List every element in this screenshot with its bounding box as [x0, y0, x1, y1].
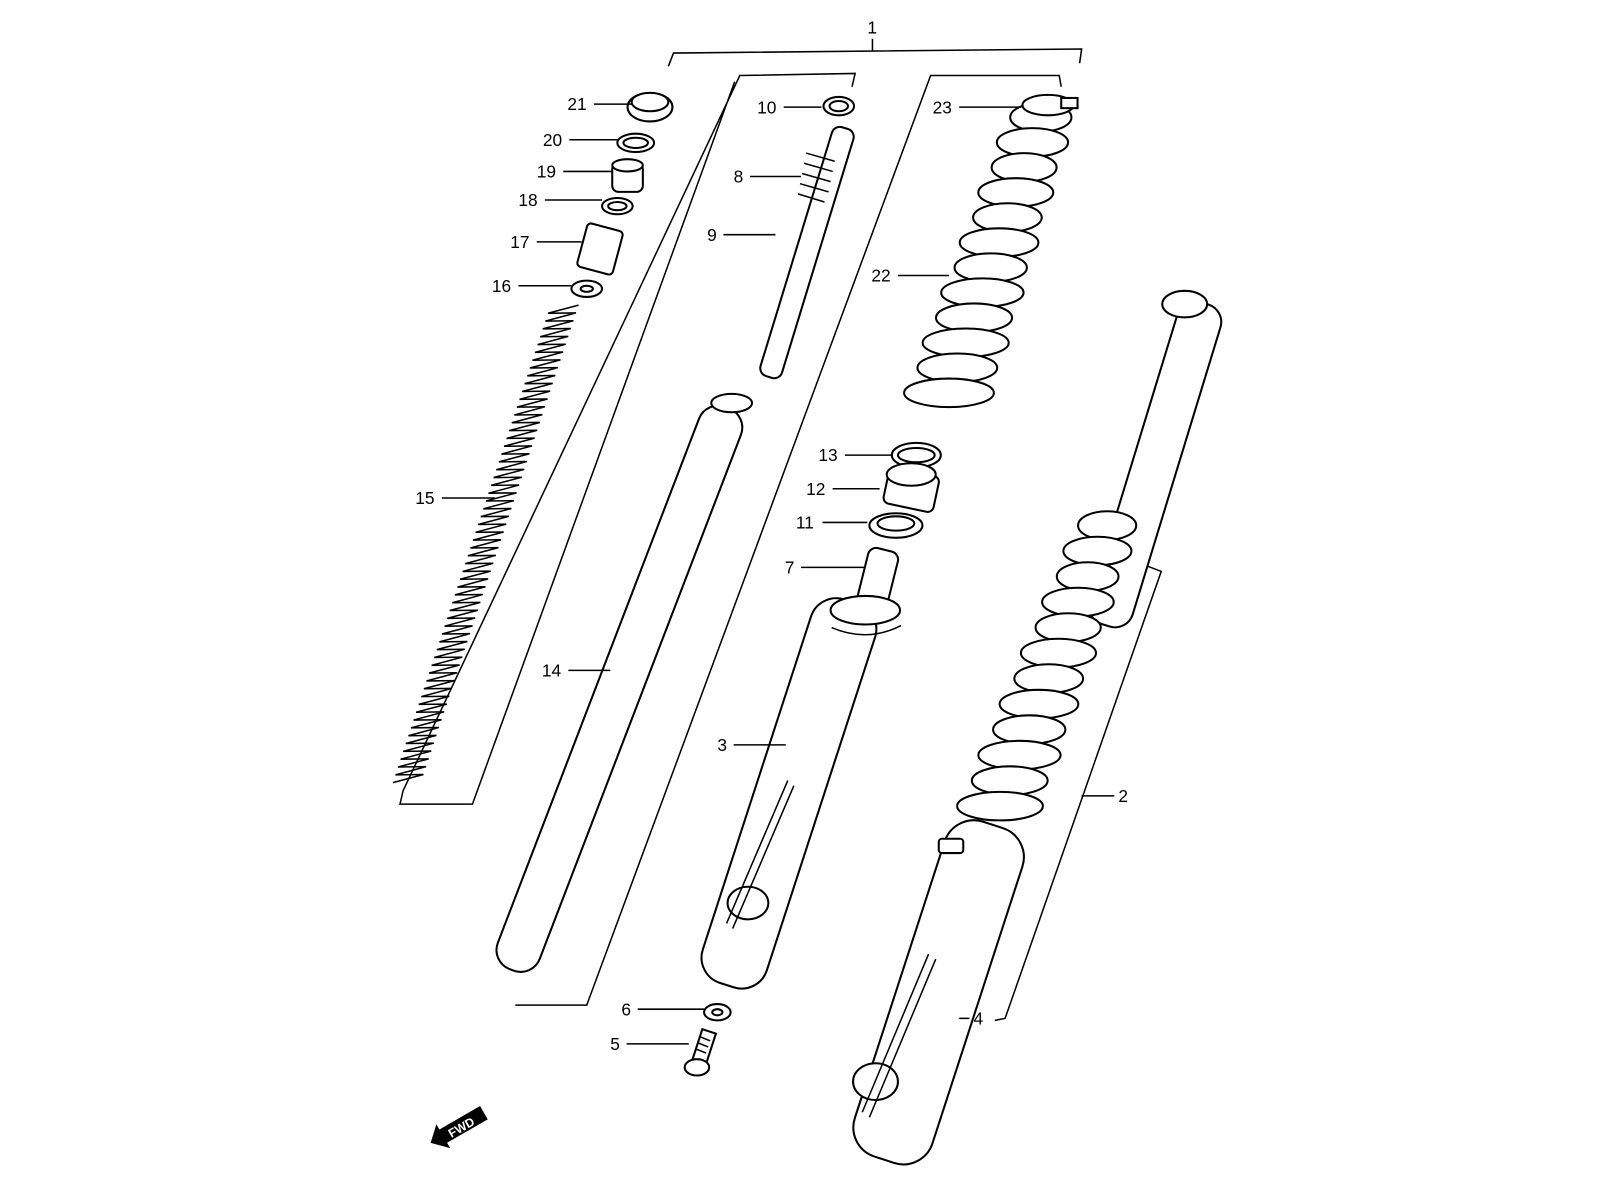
callout-23: 23: [933, 97, 952, 117]
outer-tube-right: [700, 594, 902, 990]
callout-21: 21: [567, 94, 586, 114]
callout-18: 18: [518, 190, 537, 210]
callout-7: 7: [785, 557, 795, 577]
callout-19: 19: [537, 162, 556, 182]
callout-8: 8: [734, 167, 744, 187]
callout-17: 17: [510, 232, 529, 252]
callout-1: 1: [867, 18, 877, 38]
cap-parts: [570, 91, 674, 298]
callout-3: 3: [717, 735, 727, 755]
inner-tube: [495, 392, 754, 973]
fwd-arrow-icon: FWD: [430, 1106, 488, 1149]
callout-11: 11: [796, 513, 814, 533]
damper-rod: [759, 95, 856, 380]
callout-16: 16: [492, 276, 511, 296]
dust-boot: [903, 102, 1073, 409]
callout-4: 4: [973, 1008, 983, 1028]
callout-10: 10: [757, 97, 776, 117]
callout-13: 13: [818, 445, 837, 465]
callout-5: 5: [610, 1034, 620, 1054]
fork-boot-lower: [956, 510, 1138, 822]
seal-parts: [856, 441, 942, 613]
boot-clamp: [1021, 93, 1079, 117]
callout-22: 22: [871, 266, 890, 286]
callout-12: 12: [806, 479, 825, 499]
fork-spring: [392, 304, 579, 784]
callout-6: 6: [621, 999, 631, 1019]
callout-14: 14: [542, 661, 562, 681]
assembly-brackets: [399, 38, 1163, 1022]
callout-2: 2: [1118, 786, 1128, 806]
callout-20: 20: [543, 130, 562, 150]
callout-9: 9: [707, 225, 717, 245]
bolt-washer: [683, 1003, 732, 1077]
callout-15: 15: [415, 488, 434, 508]
